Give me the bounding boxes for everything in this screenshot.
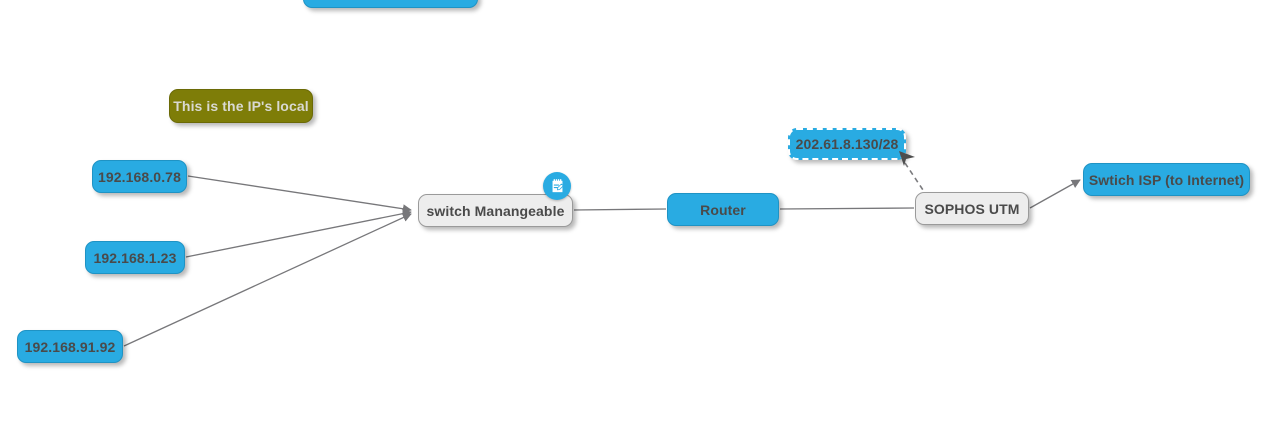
edge-router-sophos [779,207,915,210]
node-swtich-isp[interactable]: Swtich ISP (to Internet) [1083,163,1250,196]
edge-sophos-isp [1029,179,1081,209]
node-ip-192-168-1-23[interactable]: 192.168.1.23 [85,241,185,274]
node-wan-ip-202-61-8-130-28[interactable]: 202.61.8.130/28 [788,128,906,160]
node-ip-192-168-91-92[interactable]: 192.168.91.92 [17,330,123,363]
node-note-label[interactable]: This is the IP's local [169,89,313,123]
node-sophos-utm[interactable]: SOPHOS UTM [915,192,1029,225]
note-edit-icon[interactable] [543,172,571,200]
edge-ip1-switch [185,209,412,258]
node-clipped-top[interactable] [303,0,478,8]
node-ip-192-168-0-78[interactable]: 192.168.0.78 [92,160,187,193]
edge-switch-router [573,208,667,211]
node-switch-manangeable[interactable]: switch Manangeable [418,194,573,227]
node-router[interactable]: Router [667,193,779,226]
arrow-handle-icon[interactable] [898,150,916,168]
edge-ip0-switch [187,175,412,214]
edge-ip2-switch [123,213,412,347]
